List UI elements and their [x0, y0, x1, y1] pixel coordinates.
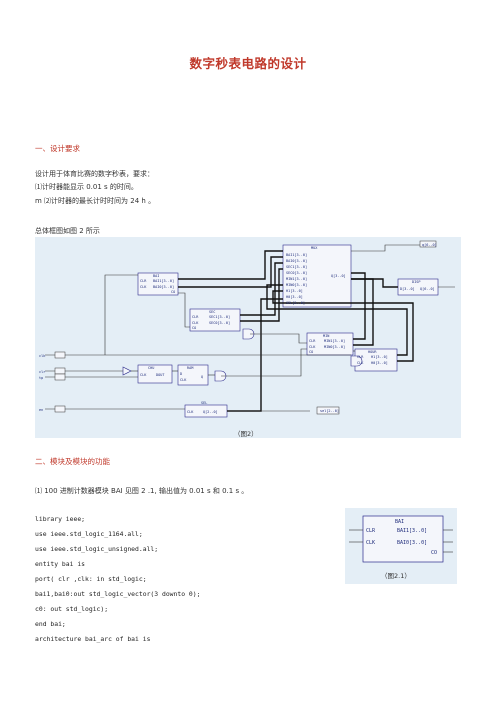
sec-port: CLR — [192, 315, 199, 319]
min-port: CO — [309, 350, 313, 354]
sel-port: CLK — [187, 410, 194, 414]
mux-port: H0[3..0] — [286, 295, 303, 299]
mux-port: BAI0[3..0] — [286, 259, 307, 263]
pin-label: clk — [39, 354, 46, 358]
bai-port: BAI1[3..0] — [397, 528, 427, 534]
code-line: end bai; — [35, 620, 66, 628]
chu-block — [137, 364, 173, 384]
mux-port: MIN1[3..0] — [286, 277, 307, 281]
bai-port: CLK — [140, 285, 147, 289]
bai-port: CLR — [366, 528, 376, 534]
bai-port: CLR — [140, 279, 147, 283]
code-line: port( clr ,clk: in std_logic; — [35, 575, 147, 583]
bai-block — [137, 272, 179, 296]
bai-port: CLK — [366, 540, 375, 546]
output-pin — [419, 240, 437, 248]
mux-port: SEL[2..0] — [286, 301, 305, 305]
and-gate — [242, 328, 255, 340]
sec-port: CLK — [192, 321, 199, 325]
mux-port: MIN0[3..0] — [286, 283, 307, 287]
min-port: MIN1[3..0] — [324, 339, 345, 343]
bai-port: BAI0[3..0] — [153, 285, 174, 289]
mux-title: MUX — [311, 246, 318, 250]
pin-label: sel[2..0] — [320, 409, 339, 413]
section-heading-requirements: 一、设计要求 — [35, 144, 80, 153]
disp-port: D[3..0] — [400, 287, 415, 291]
not-gate — [122, 366, 132, 376]
code-line: architecture bai_arc of bai is — [35, 635, 151, 643]
pin-label: en — [39, 408, 43, 412]
input-pin — [54, 351, 66, 359]
output-pin — [316, 406, 340, 415]
hour-port: CLK — [357, 361, 364, 365]
min-port: MIN0[3..0] — [324, 345, 345, 349]
disp-port: Q[6..0] — [420, 287, 435, 291]
code-line: use ieee.std_logic_unsigned.all; — [35, 545, 159, 553]
min-block — [306, 332, 354, 356]
paragraph: ⑴计时器能显示 0.01 s 的时间。 — [35, 183, 138, 191]
mux-port: SEC1[3..0] — [286, 265, 307, 269]
bai-module-figure: BAI CLR BAI1[3..0] CLK BAI0[3..0] CO — [345, 508, 457, 584]
sec-title: SEC — [209, 310, 215, 314]
min-port: CLR — [309, 339, 316, 343]
sel-port: Q[2..0] — [203, 410, 218, 414]
hour-port: H0[3..0] — [371, 361, 388, 365]
sec-port: SEC0[3..0] — [209, 321, 230, 325]
code-line: library ieee; — [35, 515, 86, 523]
ram-port: Q — [201, 375, 203, 379]
paragraph: 总体框图如图 2 所示 — [35, 227, 100, 235]
pin-label: tp — [39, 376, 43, 380]
sec-port: SEC1[3..0] — [209, 315, 230, 319]
block-diagram-svg: MUX BAI1[3..0] BAI0[3..0] SEC1[3..0] SEC… — [39, 240, 455, 418]
bai-port: CO — [171, 290, 175, 294]
sec-block — [189, 308, 241, 332]
and-gate — [350, 355, 363, 367]
pin-label: q[6..0] — [422, 243, 437, 247]
bai-title: BAI — [395, 519, 404, 525]
input-pin — [54, 373, 66, 381]
figure-caption: （图2.1） — [381, 572, 411, 580]
ram-title: RAM — [187, 366, 193, 370]
mux-port: SEC0[3..0] — [286, 271, 307, 275]
bai-title: BAI — [153, 274, 159, 278]
and-gate — [214, 370, 227, 382]
page-title: 数字秒表电路的设计 — [189, 56, 307, 71]
code-line: entity bai is — [35, 560, 86, 568]
paragraph: ⑴ 100 进制计数器模块 BAI 见图 2 .1, 输出值为 0.01 s 和… — [35, 487, 249, 495]
section-heading-modules: 二、模块及模块的功能 — [35, 457, 110, 466]
paragraph: 设计用于体育比赛的数字秒表，要求： — [35, 170, 154, 178]
min-title: MIN — [323, 334, 329, 338]
sel-title: SEL — [201, 401, 207, 405]
pin-label: clr — [39, 370, 45, 374]
mux-port: Q[3..0] — [331, 274, 346, 278]
hour-port: CLR — [357, 355, 364, 359]
ram-port: CLK — [180, 378, 187, 382]
chu-port: CLK — [140, 373, 147, 377]
disp-title: DISP — [412, 280, 420, 284]
chu-title: CHU — [148, 366, 154, 370]
hour-port: H1[3..0] — [371, 355, 388, 359]
hour-title: HOUR — [368, 350, 377, 354]
mux-port: H1[3..0] — [286, 289, 303, 293]
mux-block — [282, 244, 352, 308]
code-line: c0: out std_logic); — [35, 605, 109, 613]
min-port: CLK — [309, 345, 316, 349]
code-line: bai1,bai0:out std_logic_vector(3 downto … — [35, 590, 201, 598]
mux-port: BAI1[3..0] — [286, 253, 307, 257]
code-line: use ieee.std_logic_1164.all; — [35, 530, 143, 538]
bai-port: BAI1[3..0] — [153, 279, 174, 283]
figure-caption: （图2） — [234, 430, 258, 438]
input-pin — [54, 367, 66, 375]
input-pin — [54, 405, 66, 413]
sec-port: CO — [192, 326, 196, 330]
ram-port: D — [180, 372, 182, 376]
block-diagram-figure: MUX BAI1[3..0] BAI0[3..0] SEC1[3..0] SEC… — [35, 237, 461, 438]
bai-port: CO — [431, 550, 437, 556]
paragraph: m ⑵计时器的最长计时时间为 24 h 。 — [35, 197, 156, 205]
bai-module-svg: BAI CLR BAI1[3..0] CLK BAI0[3..0] CO — [349, 515, 453, 563]
bai-port: BAI0[3..0] — [397, 540, 427, 546]
chu-port: DOUT — [156, 373, 165, 377]
